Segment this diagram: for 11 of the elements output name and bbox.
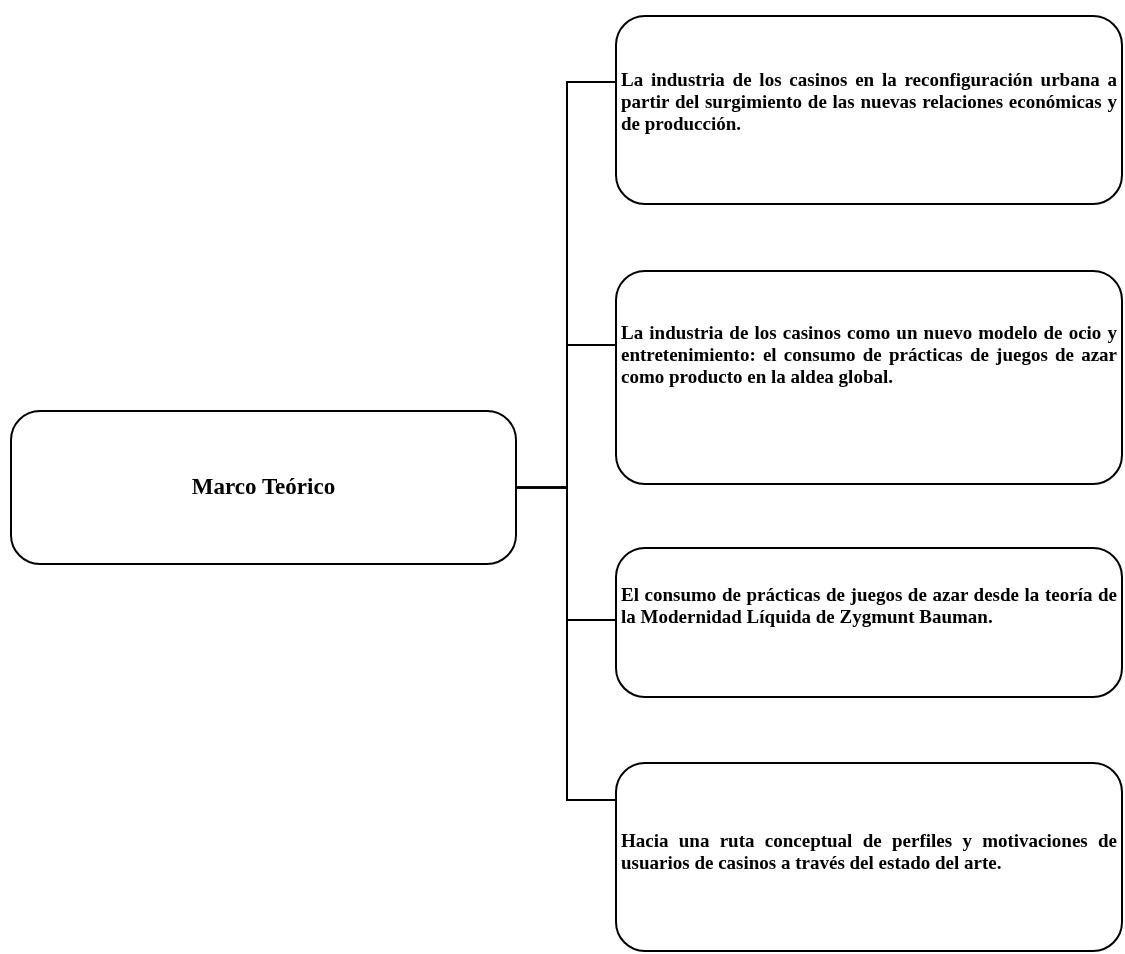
topic-text: La industria de los casinos en la reconfiguración urbana a partir del surgimiento de las nuevas relaciones económicas y de producción. — [621, 69, 1117, 135]
topic-box — [615, 270, 1123, 485]
connector-line — [516, 486, 616, 801]
root-title: Marco Teórico — [190, 474, 337, 501]
topic-text: Hacia una ruta conceptual de perfiles y motivaciones de usuarios de casinos a través del estado del arte. — [621, 830, 1117, 874]
root-box — [10, 410, 517, 565]
topic-text: La industria de los casinos como un nuevo modelo de ocio y entretenimiento: el consumo de prácticas de juegos de azar como producto en la aldea global. — [621, 322, 1117, 388]
topic-box — [615, 547, 1123, 698]
topic-box — [615, 762, 1123, 952]
topic-text: El consumo de prácticas de juegos de azar desde la teoría de la Modernidad Líquida de Zygmunt Bauman. — [621, 584, 1117, 628]
topic-box — [615, 15, 1123, 205]
